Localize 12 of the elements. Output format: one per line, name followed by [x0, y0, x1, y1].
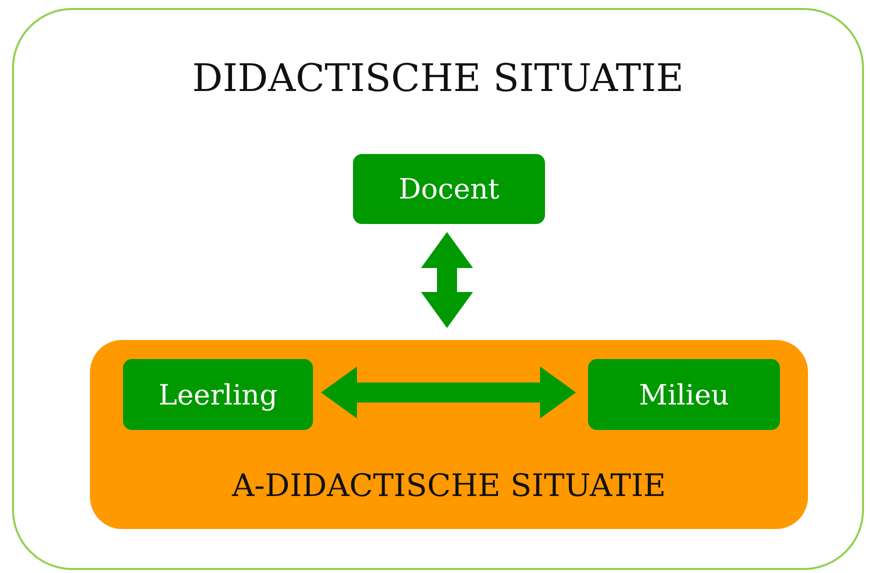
actor-box	[123, 359, 313, 430]
node-label: Milieu	[638, 378, 730, 411]
section-heading: DIDACTISCHE SITUATIE	[191, 56, 685, 100]
double-arrow	[321, 366, 576, 418]
situation-frame	[12, 8, 864, 570]
node-label: Leerling	[158, 378, 278, 411]
actor-box	[353, 154, 545, 224]
actor-box	[588, 359, 780, 430]
double-arrow	[421, 232, 473, 328]
situation-panel	[90, 340, 808, 529]
section-heading: A-DIDACTISCHE SITUATIE	[230, 468, 667, 504]
node-label: Docent	[398, 172, 500, 206]
